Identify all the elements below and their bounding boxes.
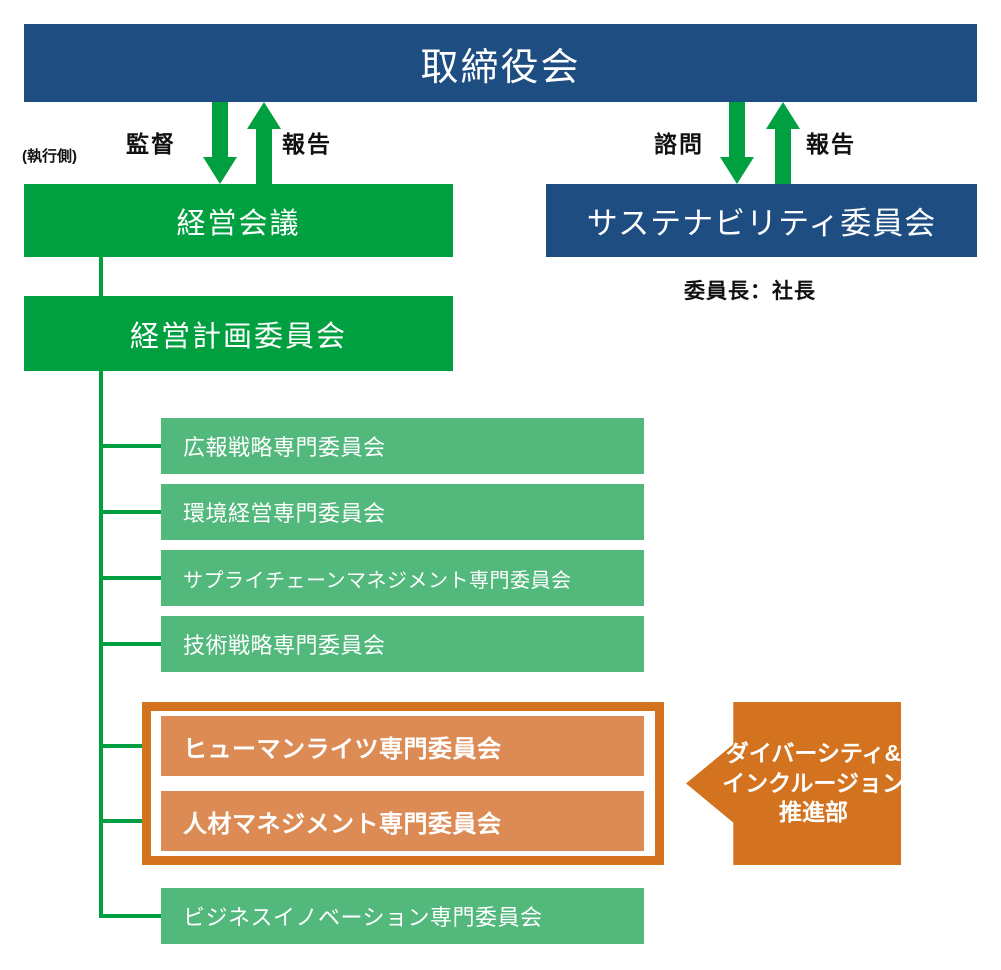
connector-stub-0 xyxy=(99,444,161,448)
node-subcommittee-environmental-management: 環境経営専門委員会 xyxy=(161,484,644,540)
node-board-of-directors: 取締役会 xyxy=(24,24,977,102)
flow-label-report-right: 報告 xyxy=(806,131,856,157)
node-subcommittee-human-rights-label: ヒューマンライツ専門委員会 xyxy=(183,735,502,763)
node-board-of-directors-label: 取締役会 xyxy=(420,46,581,89)
node-subcommittee-supply-chain-management-label: サプライチェーンマネジメント専門委員会 xyxy=(183,569,572,592)
node-sustainability-committee-label: サステナビリティ委員会 xyxy=(586,206,937,241)
connector-stub-1 xyxy=(99,510,161,514)
arrow-report-right-up xyxy=(766,102,800,184)
connector-stub-highlight-0 xyxy=(99,744,161,748)
flow-label-consult: 諮問 xyxy=(654,131,704,157)
sustainability-chair-note: 委員長：社長 xyxy=(684,280,816,303)
connector-stub-4 xyxy=(99,914,161,918)
node-subcommittee-supply-chain-management: サプライチェーンマネジメント専門委員会 xyxy=(161,550,644,606)
arrow-report-left-up xyxy=(247,102,281,184)
node-subcommittee-human-resource-management-label: 人材マネジメント専門委員会 xyxy=(183,810,502,838)
node-sustainability-committee: サステナビリティ委員会 xyxy=(546,184,977,257)
flow-label-report-left: 報告 xyxy=(282,131,332,157)
node-subcommittee-technology-strategy-label: 技術戦略専門委員会 xyxy=(183,633,386,658)
connector-stub-2 xyxy=(99,576,161,580)
node-diversity-inclusion-department-line1: ダイバーシティ& xyxy=(725,740,902,767)
node-subcommittee-business-innovation: ビジネスイノベーション専門委員会 xyxy=(161,888,644,944)
node-subcommittee-human-rights: ヒューマンライツ専門委員会 xyxy=(161,716,644,776)
arrow-consult-down xyxy=(720,102,754,184)
node-subcommittee-pr-strategy-label: 広報戦略専門委員会 xyxy=(183,435,386,460)
execution-side-note: (執行側) xyxy=(22,148,77,165)
node-management-plan-committee: 経営計画委員会 xyxy=(24,296,453,371)
connector-meeting-to-plan xyxy=(99,257,103,296)
node-diversity-inclusion-department-line2: インクルージョン xyxy=(722,769,905,796)
arrow-supervise-down xyxy=(203,102,237,184)
node-diversity-inclusion-department-line3: 推進部 xyxy=(779,799,848,826)
node-management-meeting-label: 経営会議 xyxy=(176,207,301,240)
flow-label-supervise: 監督 xyxy=(126,131,176,157)
node-subcommittee-pr-strategy: 広報戦略専門委員会 xyxy=(161,418,644,474)
connector-stub-highlight-1 xyxy=(99,819,161,823)
node-management-plan-committee-label: 経営計画委員会 xyxy=(129,320,347,353)
node-diversity-inclusion-department: ダイバーシティ& インクルージョン 推進部 xyxy=(686,702,901,865)
node-management-meeting: 経営会議 xyxy=(24,184,453,257)
connector-stub-3 xyxy=(99,642,161,646)
node-subcommittee-technology-strategy: 技術戦略専門委員会 xyxy=(161,616,644,672)
node-subcommittee-business-innovation-label: ビジネスイノベーション専門委員会 xyxy=(183,905,543,930)
node-subcommittee-human-resource-management: 人材マネジメント専門委員会 xyxy=(161,791,644,851)
node-subcommittee-environmental-management-label: 環境経営専門委員会 xyxy=(183,501,386,526)
